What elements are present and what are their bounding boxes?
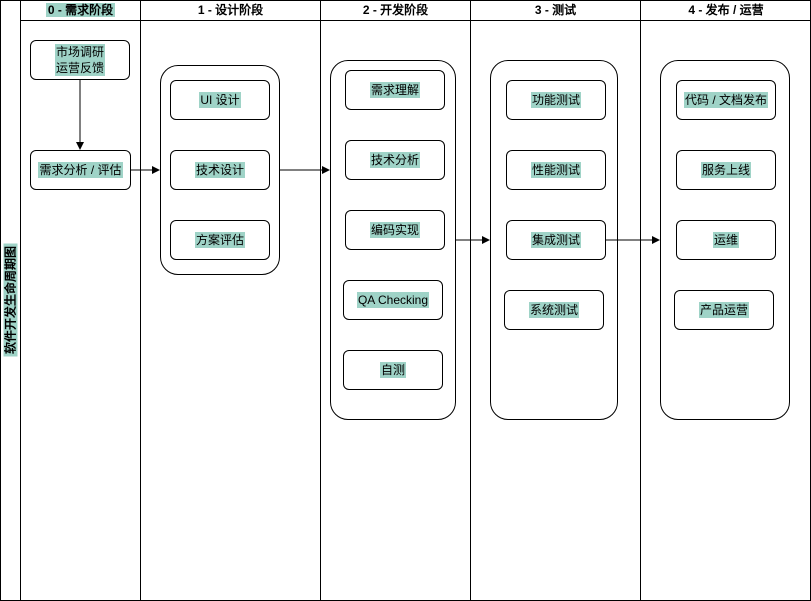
node-coding[interactable]: 编码实现 bbox=[345, 210, 445, 250]
node-solution-review[interactable]: 方案评估 bbox=[170, 220, 270, 260]
pool-label-column bbox=[0, 0, 21, 601]
lane-header-testing: 3 - 测试 bbox=[471, 0, 641, 21]
lane-header-release: 4 - 发布 / 运营 bbox=[641, 0, 811, 21]
node-operations[interactable]: 运维 bbox=[676, 220, 776, 260]
lane-header-requirements: 0 - 需求阶段 bbox=[21, 0, 141, 21]
node-req-understanding[interactable]: 需求理解 bbox=[345, 70, 445, 110]
lane-design bbox=[141, 21, 321, 601]
node-performance-test[interactable]: 性能测试 bbox=[506, 150, 606, 190]
node-market-research[interactable]: 市场调研 运营反馈 bbox=[30, 40, 130, 80]
node-ui-design[interactable]: UI 设计 bbox=[170, 80, 270, 120]
node-integration-test[interactable]: 集成测试 bbox=[506, 220, 606, 260]
node-tech-design[interactable]: 技术设计 bbox=[170, 150, 270, 190]
lane-requirements bbox=[21, 21, 141, 601]
node-qa-checking[interactable]: QA Checking bbox=[343, 280, 443, 320]
lane-header-design: 1 - 设计阶段 bbox=[141, 0, 321, 21]
node-service-launch[interactable]: 服务上线 bbox=[676, 150, 776, 190]
node-self-test[interactable]: 自测 bbox=[343, 350, 443, 390]
node-functional-test[interactable]: 功能测试 bbox=[506, 80, 606, 120]
node-system-test[interactable]: 系统测试 bbox=[504, 290, 604, 330]
lane-header-development: 2 - 开发阶段 bbox=[321, 0, 471, 21]
lane-development bbox=[321, 21, 471, 601]
node-tech-analysis[interactable]: 技术分析 bbox=[345, 140, 445, 180]
node-code-doc-release[interactable]: 代码 / 文档发布 bbox=[676, 80, 776, 120]
pool-title: 软件开发生命周期图 bbox=[3, 244, 18, 357]
node-requirements-analysis[interactable]: 需求分析 / 评估 bbox=[30, 150, 131, 190]
node-product-operation[interactable]: 产品运营 bbox=[674, 290, 774, 330]
lane-testing bbox=[471, 21, 641, 601]
